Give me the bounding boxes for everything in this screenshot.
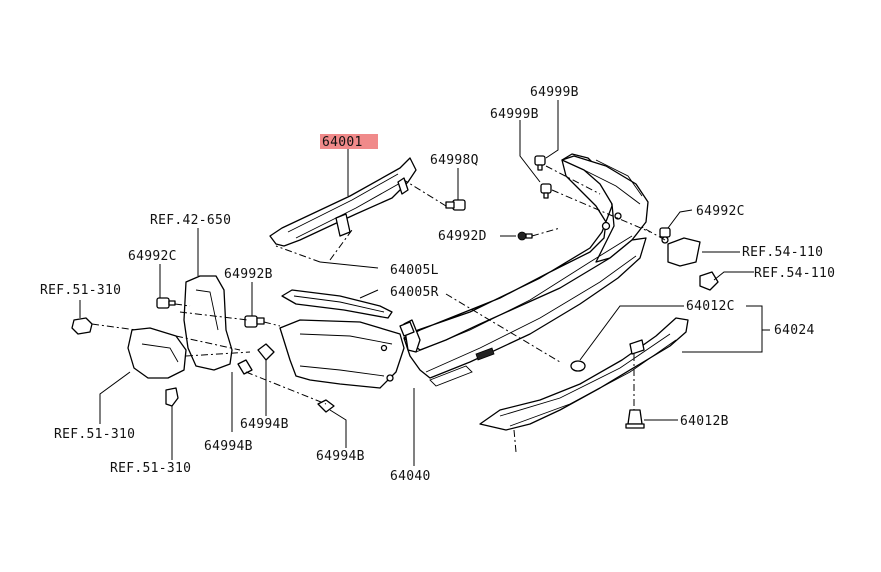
nut-64994b-c [317,399,335,413]
label-ref42-650[interactable]: REF.42-650 [150,213,231,228]
label-64992b[interactable]: 64992B [224,267,273,282]
bumper-side-piece-drawing [279,319,405,389]
label-64999b-top[interactable]: 64999B [530,85,579,100]
label-ref51-310-b[interactable]: REF.51-310 [54,427,135,442]
clip-64999b-a [534,155,546,171]
bracket-64001-drawing [269,157,417,247]
mud-guard-drawing [127,327,187,379]
clip-64992d [517,231,533,241]
label-64992c-left[interactable]: 64992C [128,249,177,264]
clip-64992b [244,315,265,328]
fasteners-drawing [71,155,719,429]
nut-64994b-b [237,359,253,375]
clip-64999b-b [540,183,552,199]
ref51-310-clip-a [71,317,93,335]
label-64998q[interactable]: 64998Q [430,153,479,168]
splash-shield-drawing [183,275,233,371]
bolt-64998q [445,199,466,211]
label-ref54-110-a[interactable]: REF.54-110 [742,245,823,260]
clip-64012b [625,409,645,429]
label-64012b[interactable]: 64012B [680,414,729,429]
ref54-110-clip [699,271,719,291]
leader-lines [79,100,770,466]
highlight-64001 [320,134,378,149]
bumper-cover-64040-drawing [403,153,649,387]
clip-64992c-right [659,227,671,244]
clip-64012c [570,360,586,372]
label-64999b-mid[interactable]: 64999B [490,107,539,122]
label-ref51-310-a[interactable]: REF.51-310 [40,283,121,298]
label-64994b-b[interactable]: 64994B [204,439,253,454]
nut-64994b-a [257,343,275,361]
label-64994b-a[interactable]: 64994B [240,417,289,432]
label-64012c[interactable]: 64012C [686,299,735,314]
diffuser-64024-drawing [479,317,689,431]
bracket-64005-drawing [281,289,415,337]
label-64024[interactable]: 64024 [774,323,815,338]
label-64992d[interactable]: 64992D [438,229,487,244]
ref54-110-bracket [667,237,701,267]
label-ref51-310-c[interactable]: REF.51-310 [110,461,191,476]
label-ref54-110-b[interactable]: REF.54-110 [754,266,835,281]
label-64005l[interactable]: 64005L [390,263,439,278]
label-64994b-c[interactable]: 64994B [316,449,365,464]
label-64001[interactable]: 64001 [322,135,363,150]
label-64005r[interactable]: 64005R [390,285,439,300]
label-64040[interactable]: 64040 [390,469,431,484]
ref51-310-clip-b [165,387,179,407]
clip-64992c-left [156,297,176,309]
label-64992c-right[interactable]: 64992C [696,204,745,219]
